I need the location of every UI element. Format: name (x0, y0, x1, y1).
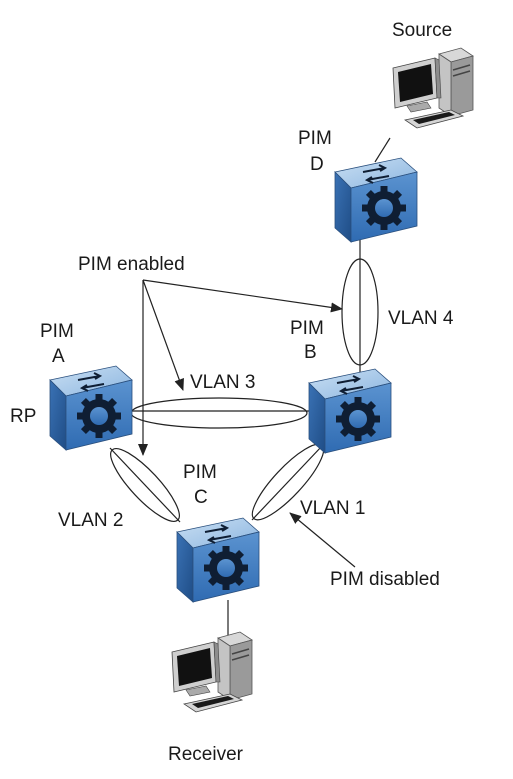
vlan-3-ellipse (130, 397, 308, 429)
router-pim-a (49, 365, 133, 451)
pim-d-label-line2: D (310, 154, 324, 175)
pim-enabled-arrow-to-vlan4 (142, 279, 343, 313)
rp-label: RP (10, 406, 36, 427)
vlan-2-ellipse (110, 448, 180, 522)
router-pim-c (176, 517, 260, 603)
pim-b-label-line2: B (304, 342, 317, 363)
router-pim-d (334, 157, 418, 243)
pim-enabled-arrow-to-vlan3 (142, 279, 184, 391)
source-computer-icon (392, 47, 474, 129)
receiver-computer-icon (171, 631, 253, 713)
pim-d-label-line1: PIM (298, 128, 332, 149)
pim-c-label-line1: PIM (183, 462, 217, 483)
vlan-1-label: VLAN 1 (300, 498, 365, 519)
pim-disabled-label: PIM disabled (330, 569, 440, 590)
link-source-d (374, 137, 391, 163)
source-label: Source (392, 20, 452, 41)
pim-c-label-line2: C (194, 487, 208, 508)
vlan-4-label: VLAN 4 (388, 308, 454, 329)
pim-disabled-arrow-to-vlan1 (289, 512, 356, 568)
router-pim-b (308, 368, 392, 454)
link-a-c (109, 447, 181, 523)
pim-a-label-line2: A (52, 346, 65, 367)
pim-enabled-label: PIM enabled (78, 254, 185, 275)
link-b-c (251, 445, 323, 521)
vlan-3-label: VLAN 3 (190, 372, 255, 393)
receiver-label: Receiver (168, 744, 244, 765)
pim-b-label-line1: PIM (290, 318, 324, 339)
pim-a-label-line1: PIM (40, 321, 74, 342)
vlan-2-label: VLAN 2 (58, 510, 123, 531)
